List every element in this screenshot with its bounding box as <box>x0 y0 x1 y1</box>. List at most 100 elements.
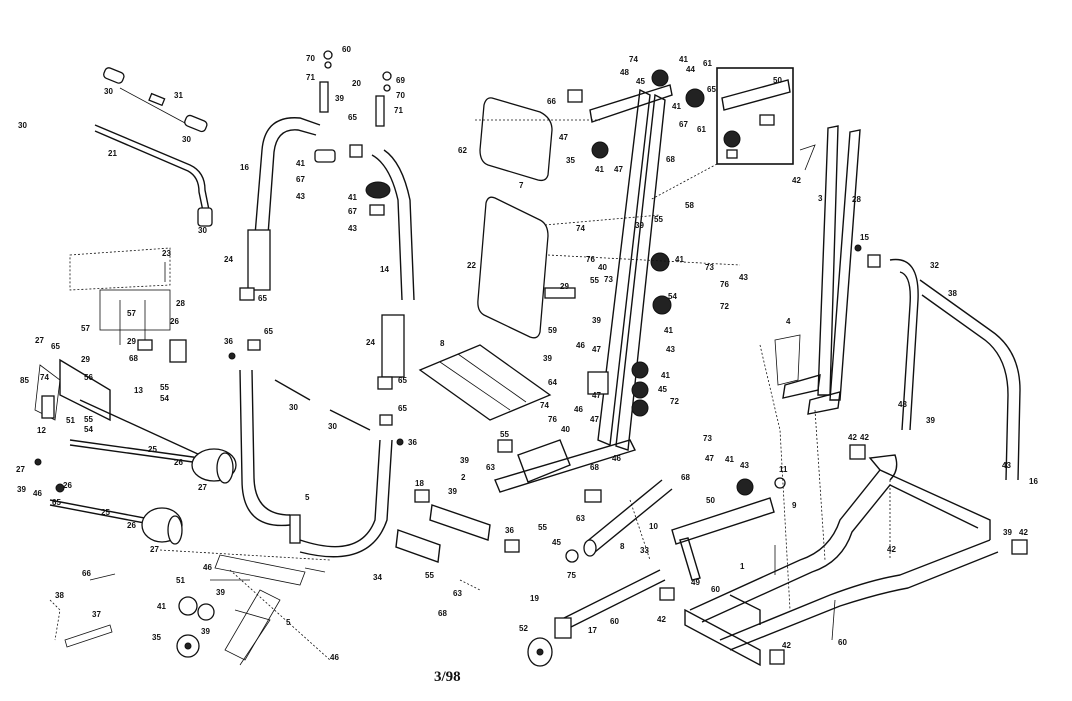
callout: 30 <box>289 403 298 412</box>
callout: 41 <box>725 455 734 464</box>
callout: 1 <box>740 562 745 571</box>
callout: 24 <box>224 255 233 264</box>
callout: 47 <box>614 165 623 174</box>
callout: 27 <box>150 545 159 554</box>
callout: 76 <box>720 280 729 289</box>
callout: 76 <box>586 255 595 264</box>
callout: 46 <box>33 489 42 498</box>
callout: 67 <box>679 120 688 129</box>
callout: 24 <box>366 338 375 347</box>
callout: 27 <box>16 465 25 474</box>
callout: 69 <box>396 76 405 85</box>
callout: 72 <box>720 302 729 311</box>
callout: 2 <box>461 473 466 482</box>
callout: 46 <box>330 653 339 662</box>
callout: 43 <box>296 192 305 201</box>
callout: 43 <box>740 461 749 470</box>
callout: 44 <box>686 65 695 74</box>
callout: 9 <box>792 501 797 510</box>
arm-frame-left <box>239 50 336 301</box>
callout: 55 <box>160 383 169 392</box>
callout: 65 <box>398 404 407 413</box>
callout: 47 <box>592 391 601 400</box>
callout: 71 <box>306 73 315 82</box>
callout: 17 <box>588 626 597 635</box>
callout: 41 <box>157 602 166 611</box>
callout: 74 <box>629 55 638 64</box>
callout: 31 <box>174 91 183 100</box>
callout: 55 <box>500 430 509 439</box>
callout: 65 <box>52 498 61 507</box>
callout: 60 <box>711 585 720 594</box>
callout: 66 <box>547 97 556 106</box>
callout: 74 <box>540 401 549 410</box>
callout: 39 <box>335 94 344 103</box>
callout: 60 <box>342 45 351 54</box>
callout: 42 <box>792 176 801 185</box>
callout: 26 <box>174 458 183 467</box>
callout: 54 <box>668 292 677 301</box>
callout: 76 <box>548 415 557 424</box>
callout: 73 <box>703 434 712 443</box>
callout: 21 <box>108 149 117 158</box>
callout: 68 <box>590 463 599 472</box>
leg-bar <box>583 479 673 557</box>
callout: 46 <box>612 454 621 463</box>
callout: 60 <box>838 638 847 647</box>
callout: 5 <box>305 493 310 502</box>
callout: 16 <box>240 163 249 172</box>
callout: 47 <box>705 454 714 463</box>
callout: 43 <box>898 400 907 409</box>
callout: 20 <box>352 79 361 88</box>
callout: 42 <box>848 433 857 442</box>
callout: 39 <box>592 316 601 325</box>
callout: 52 <box>519 624 528 633</box>
callout: 39 <box>460 456 469 465</box>
callout: 72 <box>670 397 679 406</box>
callout: 29 <box>560 282 569 291</box>
callout: 40 <box>561 425 570 434</box>
callout: 45 <box>658 385 667 394</box>
callout: 11 <box>779 465 788 474</box>
callout: 38 <box>55 591 64 600</box>
callout: 65 <box>348 113 357 122</box>
callout: 67 <box>348 207 357 216</box>
seat-carriage-assembly <box>34 247 237 545</box>
callout: 42 <box>1019 528 1028 537</box>
callout: 65 <box>398 376 407 385</box>
callout: 25 <box>101 508 110 517</box>
callout: 68 <box>438 609 447 618</box>
callout: 28 <box>852 195 861 204</box>
callout: 42 <box>782 641 791 650</box>
callout: 41 <box>664 326 673 335</box>
callout: 32 <box>930 261 939 270</box>
callout: 51 <box>66 416 75 425</box>
press-arm <box>854 244 1021 481</box>
callout: 45 <box>552 538 561 547</box>
leg-extension-tube <box>671 477 786 581</box>
callout: 55 <box>538 523 547 532</box>
callout: 46 <box>576 341 585 350</box>
callout: 39 <box>17 485 26 494</box>
callout: 35 <box>152 633 161 642</box>
callout: 68 <box>666 155 675 164</box>
callout: 13 <box>134 386 143 395</box>
callout: 71 <box>394 106 403 115</box>
callout: 4 <box>786 317 791 326</box>
callout: 40 <box>598 263 607 272</box>
spring-bracket <box>49 573 116 648</box>
callout: 68 <box>129 354 138 363</box>
callout: 41 <box>661 371 670 380</box>
rear-upright-posts <box>774 125 861 415</box>
callout: 37 <box>92 610 101 619</box>
callout: 65 <box>258 294 267 303</box>
callout: 30 <box>104 87 113 96</box>
callout: 65 <box>707 85 716 94</box>
leader-lines <box>159 119 891 661</box>
callout: 39 <box>448 487 457 496</box>
date-code: 3/98 <box>434 669 461 685</box>
callout: 15 <box>860 233 869 242</box>
callout: 41 <box>679 55 688 64</box>
callout: 35 <box>566 156 575 165</box>
callout: 16 <box>1029 477 1038 486</box>
